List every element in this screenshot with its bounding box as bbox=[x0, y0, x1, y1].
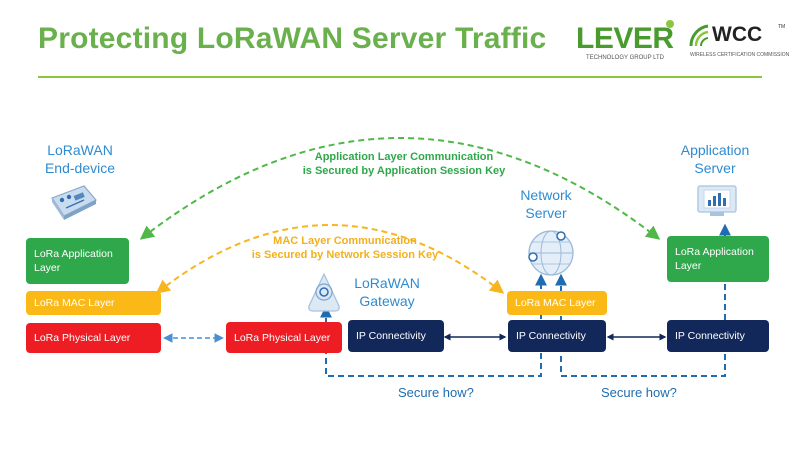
end-device-label-line2: End-device bbox=[44, 160, 116, 176]
end-device-icon bbox=[51, 185, 97, 220]
title-divider bbox=[38, 76, 762, 78]
application-layer-arc bbox=[139, 137, 661, 240]
application-server-icon bbox=[697, 185, 737, 216]
network-server-label-line2: Server bbox=[525, 205, 567, 221]
application-server-ip-connectivity: IP Connectivity bbox=[667, 320, 769, 352]
gateway-physical-layer: LoRa Physical Layer bbox=[226, 322, 342, 353]
application-layer-caption-line2: is Secured by Application Session Key bbox=[302, 165, 506, 177]
mac-layer-caption-line1: MAC Layer Communication bbox=[273, 235, 417, 247]
end-device-application-layer: LoRa Application Layer bbox=[26, 238, 129, 284]
network-server-icon bbox=[528, 230, 574, 276]
slide-title: Protecting LoRaWAN Server Traffic bbox=[38, 22, 547, 55]
gateway-icon bbox=[308, 272, 340, 312]
network-server-label-line1: Network bbox=[520, 187, 572, 203]
wcc-logo-tm: TM bbox=[778, 24, 786, 30]
network-server-label: Network Server bbox=[506, 186, 586, 222]
lever-logo: LEVER TECHNOLOGY GROUP LTD bbox=[576, 20, 674, 62]
lever-logo-word: LEVER bbox=[576, 22, 674, 55]
mac-layer-caption-line2: is Secured by Network Session Key bbox=[251, 249, 439, 261]
application-server-label-line1: Application bbox=[680, 142, 750, 158]
lever-logo-mark bbox=[666, 20, 674, 28]
application-server-label: Application Server bbox=[660, 141, 770, 177]
wcc-logo-word: WCC bbox=[712, 23, 763, 46]
gateway-label-line1: LoRaWAN bbox=[354, 275, 420, 291]
wcc-logo-subtitle: WIRELESS CERTIFICATION COMMISSION bbox=[690, 52, 790, 58]
gateway-ip-connectivity: IP Connectivity bbox=[348, 320, 444, 352]
mac-layer-caption: MAC Layer Communication is Secured by Ne… bbox=[225, 234, 465, 262]
wcc-logo: WCC TM WIRELESS CERTIFICATION COMMISSION bbox=[688, 18, 790, 62]
mac-layer-arc bbox=[155, 224, 505, 294]
lever-logo-subtitle: TECHNOLOGY GROUP LTD bbox=[586, 55, 665, 61]
application-server-application-layer: LoRa Application Layer bbox=[667, 236, 769, 282]
gateway-label-line2: Gateway bbox=[359, 293, 415, 309]
network-server-mac-layer: LoRa MAC Layer bbox=[507, 291, 607, 315]
application-server-label-line2: Server bbox=[694, 160, 736, 176]
end-device-label-line1: LoRaWAN bbox=[47, 142, 113, 158]
end-device-mac-layer: LoRa MAC Layer bbox=[26, 291, 161, 315]
wcc-logo-mark bbox=[689, 24, 709, 47]
secure-how-left-label: Secure how? bbox=[398, 385, 474, 400]
network-server-ip-connectivity: IP Connectivity bbox=[508, 320, 606, 352]
end-device-label: LoRaWAN End-device bbox=[30, 141, 130, 177]
end-device-physical-layer: LoRa Physical Layer bbox=[26, 323, 161, 353]
application-layer-caption-line1: Application Layer Communication bbox=[314, 151, 494, 163]
application-layer-caption: Application Layer Communication is Secur… bbox=[270, 150, 538, 178]
gateway-label: LoRaWAN Gateway bbox=[332, 274, 442, 310]
secure-how-right-label: Secure how? bbox=[601, 385, 677, 400]
